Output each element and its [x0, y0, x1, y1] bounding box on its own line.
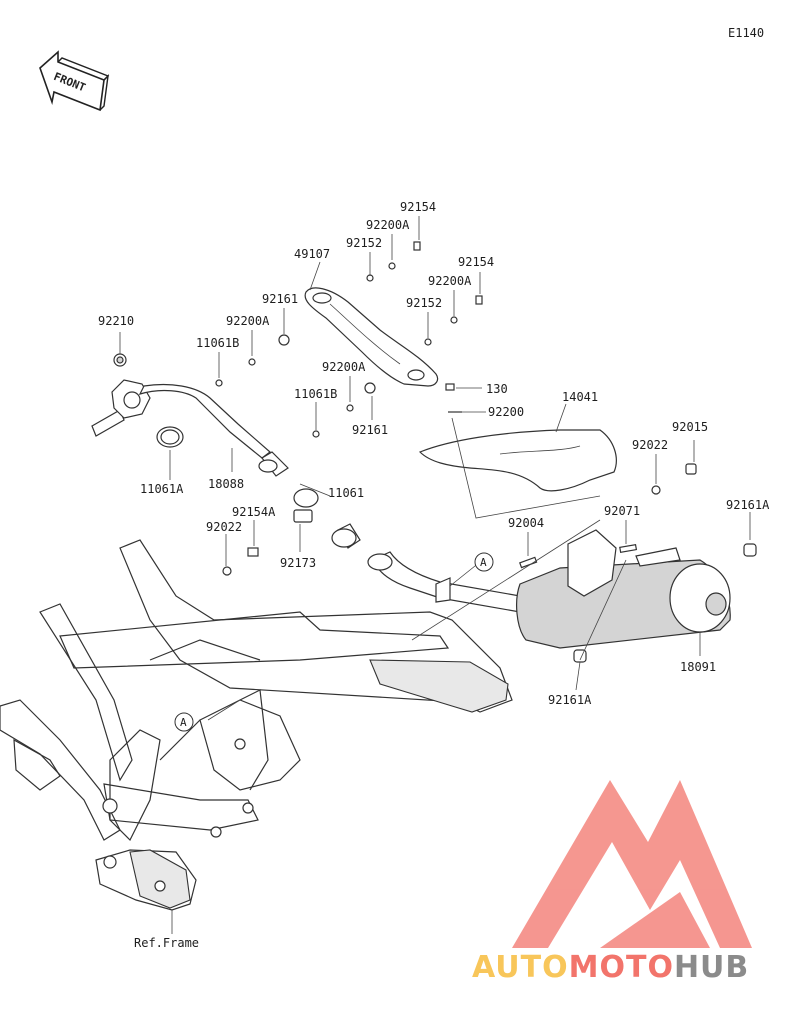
part-label: 11061B	[294, 387, 338, 401]
part-label: 92154A	[232, 505, 276, 519]
part-label: 18091	[680, 660, 717, 674]
front-arrow-icon: FRONT	[39, 50, 110, 112]
watermark-wordmark: AUTOMOTOHUB	[472, 950, 749, 986]
clamp-92173	[293, 488, 319, 523]
part-label: 92022	[206, 520, 243, 534]
callout-a-lower-label: A	[180, 716, 187, 729]
part-label: 92152	[346, 236, 383, 250]
part-label: 92200A	[428, 274, 472, 288]
frame-outline	[0, 539, 513, 911]
hardware-group	[113, 241, 757, 663]
heat-guard-49107	[304, 287, 439, 387]
part-label: 92161	[262, 292, 299, 306]
part-label: 14041	[562, 390, 599, 404]
callout-a-lower: A	[174, 712, 194, 732]
callout-a-upper: A	[474, 552, 494, 572]
part-label: 92200A	[366, 218, 410, 232]
part-label: 92022	[632, 438, 669, 452]
diagram-code: E1140	[728, 26, 765, 40]
muffler-18091	[367, 529, 731, 649]
ref-frame-label: Ref.Frame	[134, 936, 200, 950]
watermark-auto: AUTO	[472, 950, 569, 985]
part-label: 92200A	[322, 360, 366, 374]
part-label: 92161	[352, 423, 389, 437]
part-label: 92154	[458, 255, 495, 269]
watermark-moto: MOTO	[568, 950, 674, 985]
part-label: 92200A	[226, 314, 270, 328]
part-label: 130	[486, 382, 508, 396]
part-label: 92154	[400, 200, 437, 214]
heat-cover-14041	[418, 429, 617, 492]
part-label: 92071	[604, 504, 641, 518]
part-label: 92015	[672, 420, 709, 434]
part-label: 92152	[406, 296, 443, 310]
watermark-hub: HUB	[673, 950, 750, 985]
leader-lines	[119, 216, 751, 934]
part-label: 92161A	[726, 498, 770, 512]
part-label: 92173	[280, 556, 317, 570]
part-label: 11061	[328, 486, 365, 500]
part-label: 18088	[208, 477, 245, 491]
part-label: 49107	[294, 247, 331, 261]
part-label: 92161A	[548, 693, 592, 707]
part-label: 11061B	[196, 336, 240, 350]
part-label: 92200	[488, 405, 525, 419]
part-label: 11061A	[140, 482, 184, 496]
part-label: 92210	[98, 314, 135, 328]
gasket-11061	[331, 523, 361, 549]
callout-a-upper-label: A	[480, 556, 487, 569]
part-label: 92004	[508, 516, 545, 530]
header-pipe-18088	[91, 379, 289, 477]
